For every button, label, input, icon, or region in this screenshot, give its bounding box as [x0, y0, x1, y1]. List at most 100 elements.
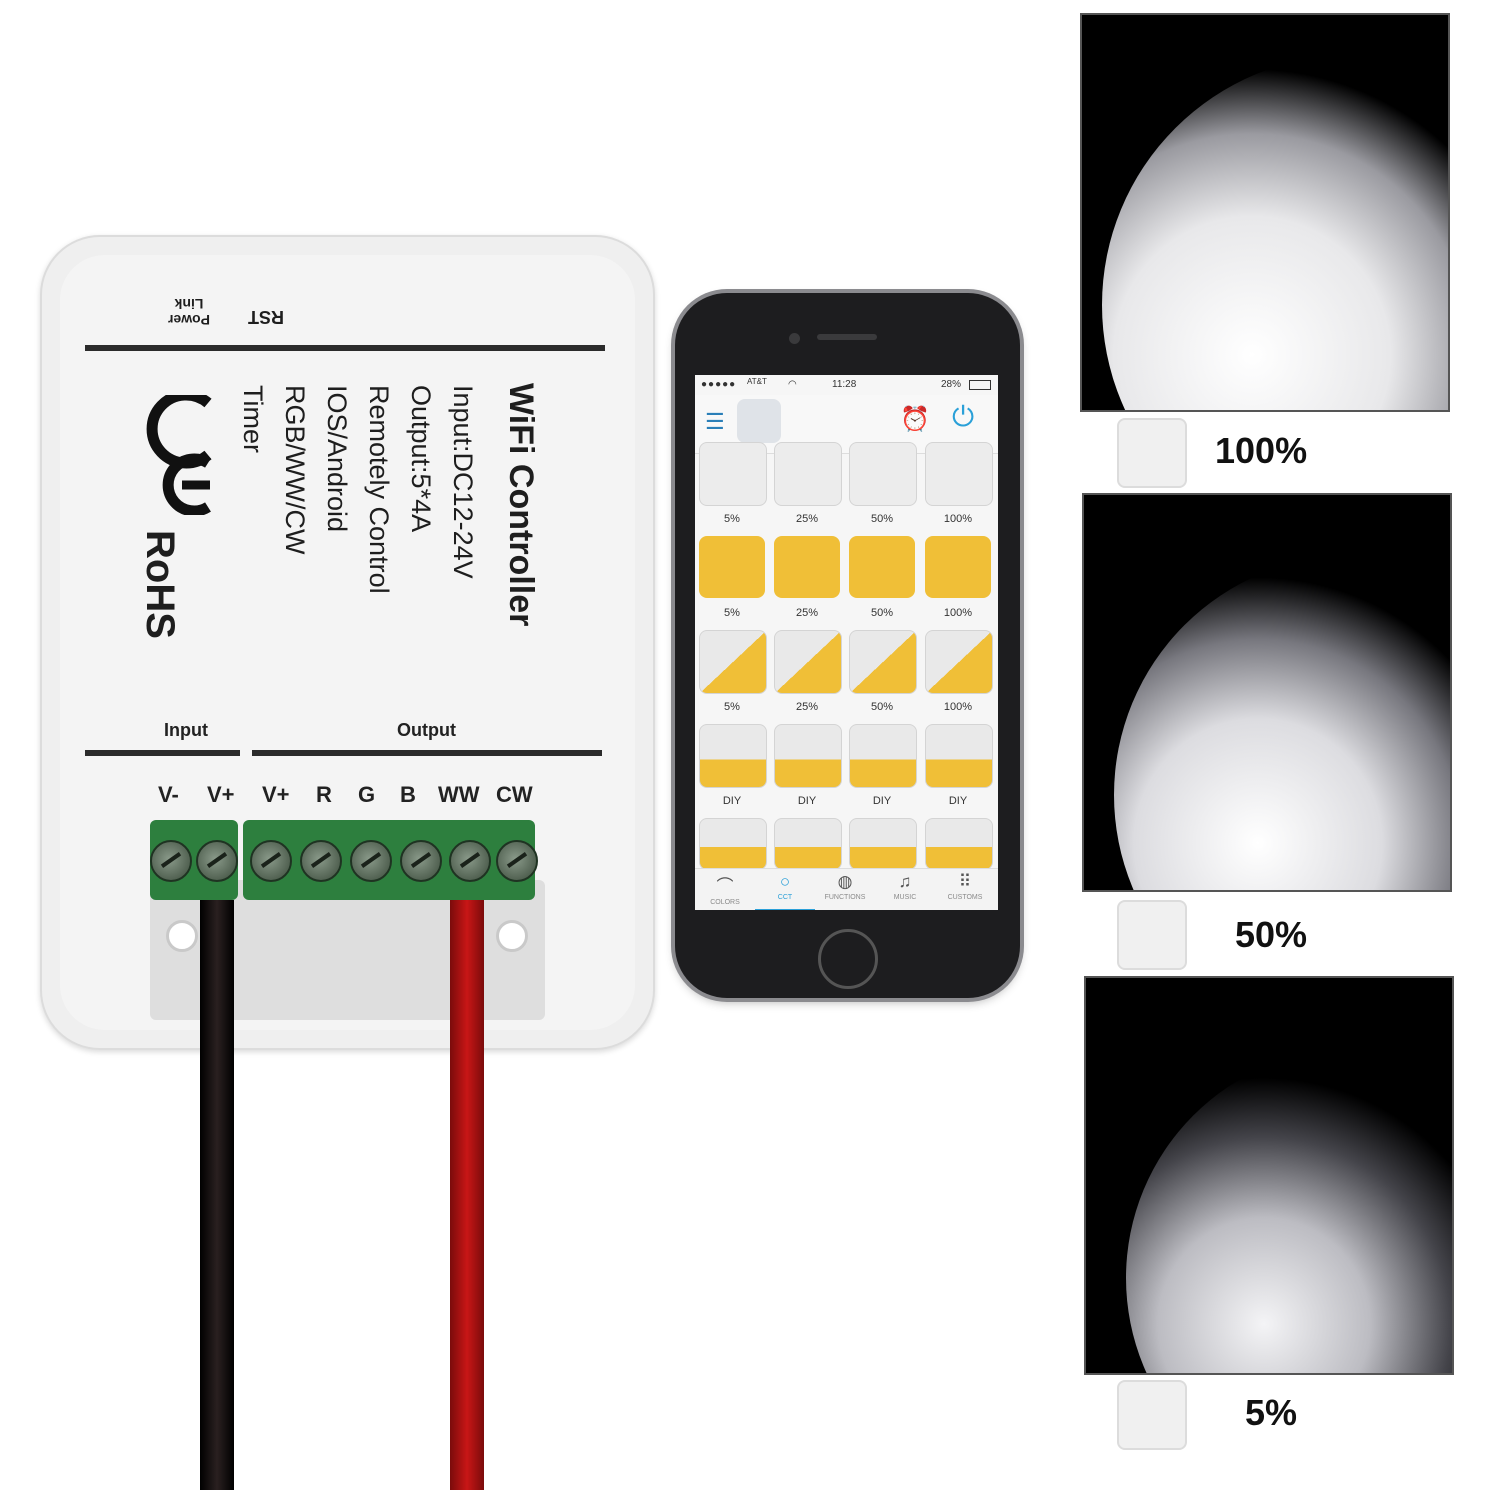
tab-music[interactable]: ♫ MUSIC: [875, 869, 935, 910]
rst-label: RST: [248, 307, 284, 327]
tile-diy-6[interactable]: [774, 818, 842, 870]
grid-icon: ⠿: [958, 872, 972, 891]
tile-caption: 25%: [795, 513, 819, 525]
terminal-label-cw: CW: [496, 782, 533, 807]
tile-cool-50[interactable]: [849, 442, 917, 506]
tile-warm-50[interactable]: [849, 536, 915, 598]
tile-caption: 50%: [870, 513, 894, 525]
music-icon: ♫: [898, 872, 912, 891]
output-label: Output: [397, 720, 456, 740]
controller-body: [40, 235, 655, 1050]
tile-diy-3[interactable]: [849, 724, 917, 788]
controller-title: WiFi Controller: [502, 383, 540, 627]
menu-list-icon[interactable]: ☰: [705, 409, 725, 434]
tile-diy-1[interactable]: [699, 724, 767, 788]
power-label: Power: [168, 312, 211, 328]
ce-logo-icon: [146, 395, 212, 515]
screw-v-plus-out[interactable]: [250, 840, 292, 882]
red-wire: [450, 900, 484, 1490]
battery-icon: [969, 380, 991, 390]
tile-mix-100[interactable]: [925, 630, 993, 694]
top-divider: [85, 345, 605, 351]
tab-colors[interactable]: ⌒ COLORS: [695, 869, 755, 910]
screw-r[interactable]: [300, 840, 342, 882]
tile-diy-8[interactable]: [925, 818, 993, 870]
power-icon[interactable]: ⏻: [952, 401, 975, 432]
brightness-label-100: 100%: [1215, 430, 1308, 471]
tile-diy-2[interactable]: [774, 724, 842, 788]
spec-line-1: Input:DC12-24V: [448, 385, 478, 579]
output-divider: [252, 750, 602, 756]
led-strip-photo-50: [1082, 493, 1452, 892]
terminal-label-v-minus: V-: [158, 782, 179, 807]
terminal-label-r: R: [316, 782, 332, 807]
tile-warm-25[interactable]: [774, 536, 840, 598]
rainbow-icon: ⌒: [716, 877, 734, 896]
link-label: Link: [174, 296, 204, 312]
tile-diy-7[interactable]: [849, 818, 917, 870]
wifi-icon: ◠: [788, 379, 797, 390]
tile-caption: 100%: [943, 607, 973, 619]
tab-customs[interactable]: ⠿ CUSTOMS: [935, 869, 995, 910]
front-camera: [789, 333, 800, 344]
screw-ww[interactable]: [449, 840, 491, 882]
terminal-label-v-plus-in: V+: [207, 782, 235, 807]
device-avatar[interactable]: [737, 399, 781, 443]
earpiece-speaker: [817, 334, 877, 340]
tile-mix-25[interactable]: [774, 630, 842, 694]
tab-label: FUNCTIONS: [824, 894, 866, 901]
tab-label: CUSTOMS: [947, 894, 983, 901]
tile-warm-5[interactable]: [699, 536, 765, 598]
tab-functions[interactable]: ◍ FUNCTIONS: [815, 869, 875, 910]
tile-warm-100[interactable]: [925, 536, 991, 598]
tile-caption: 100%: [943, 701, 973, 713]
terminal-label-g: G: [358, 782, 376, 807]
sun-icon: [1117, 1380, 1187, 1450]
screw-v-minus[interactable]: [150, 840, 192, 882]
spec-line-2: Output:5*4A: [406, 385, 436, 533]
tile-caption: 5%: [724, 701, 740, 713]
tab-cct[interactable]: ○ CCT: [755, 869, 815, 910]
cct-icon: ○: [779, 872, 791, 891]
home-button[interactable]: [818, 929, 878, 989]
sun-icon: [1117, 900, 1187, 970]
battery-percent: 28%: [941, 379, 962, 390]
tile-caption: 100%: [943, 513, 973, 525]
tile-caption: 25%: [795, 701, 819, 713]
mount-hole-left: [166, 920, 198, 952]
screw-v-plus-in[interactable]: [196, 840, 238, 882]
signal-dots: ●●●●●: [701, 379, 737, 390]
led-glow: [1126, 1048, 1452, 1373]
brightness-label-5: 5%: [1245, 1392, 1298, 1433]
led-glow: [1102, 55, 1448, 410]
tab-label: CCT: [777, 894, 793, 901]
screw-cw[interactable]: [496, 840, 538, 882]
tile-diy-4[interactable]: [925, 724, 993, 788]
screw-g[interactable]: [350, 840, 392, 882]
screw-b[interactable]: [400, 840, 442, 882]
tab-label: MUSIC: [893, 894, 917, 901]
spec-line-3: Remotely Control: [364, 385, 394, 594]
led-glow: [1114, 555, 1450, 890]
spec-line-4: IOS/Android: [322, 385, 352, 533]
tile-mix-5[interactable]: [699, 630, 767, 694]
terminal-label-b: B: [400, 782, 416, 807]
spec-line-6: Timer: [238, 385, 268, 453]
tile-diy-5[interactable]: [699, 818, 767, 870]
tile-cool-25[interactable]: [774, 442, 842, 506]
tile-caption: DIY: [948, 795, 968, 807]
rohs-label: RoHS: [138, 530, 182, 639]
led-strip-photo-5: [1084, 976, 1454, 1375]
mount-hole-right: [496, 920, 528, 952]
tile-caption: 50%: [870, 701, 894, 713]
status-bar: ●●●●● AT&T ◠ 11:28 28%: [695, 375, 998, 395]
functions-icon: ◍: [837, 872, 853, 891]
tile-mix-50[interactable]: [849, 630, 917, 694]
tile-cool-100[interactable]: [925, 442, 993, 506]
input-label: Input: [164, 720, 208, 740]
terminal-label-ww: WW: [438, 782, 480, 807]
alarm-clock-icon[interactable]: ⏰: [900, 406, 930, 433]
sun-icon: [1117, 418, 1187, 488]
tile-cool-5[interactable]: [699, 442, 767, 506]
input-divider: [85, 750, 240, 756]
